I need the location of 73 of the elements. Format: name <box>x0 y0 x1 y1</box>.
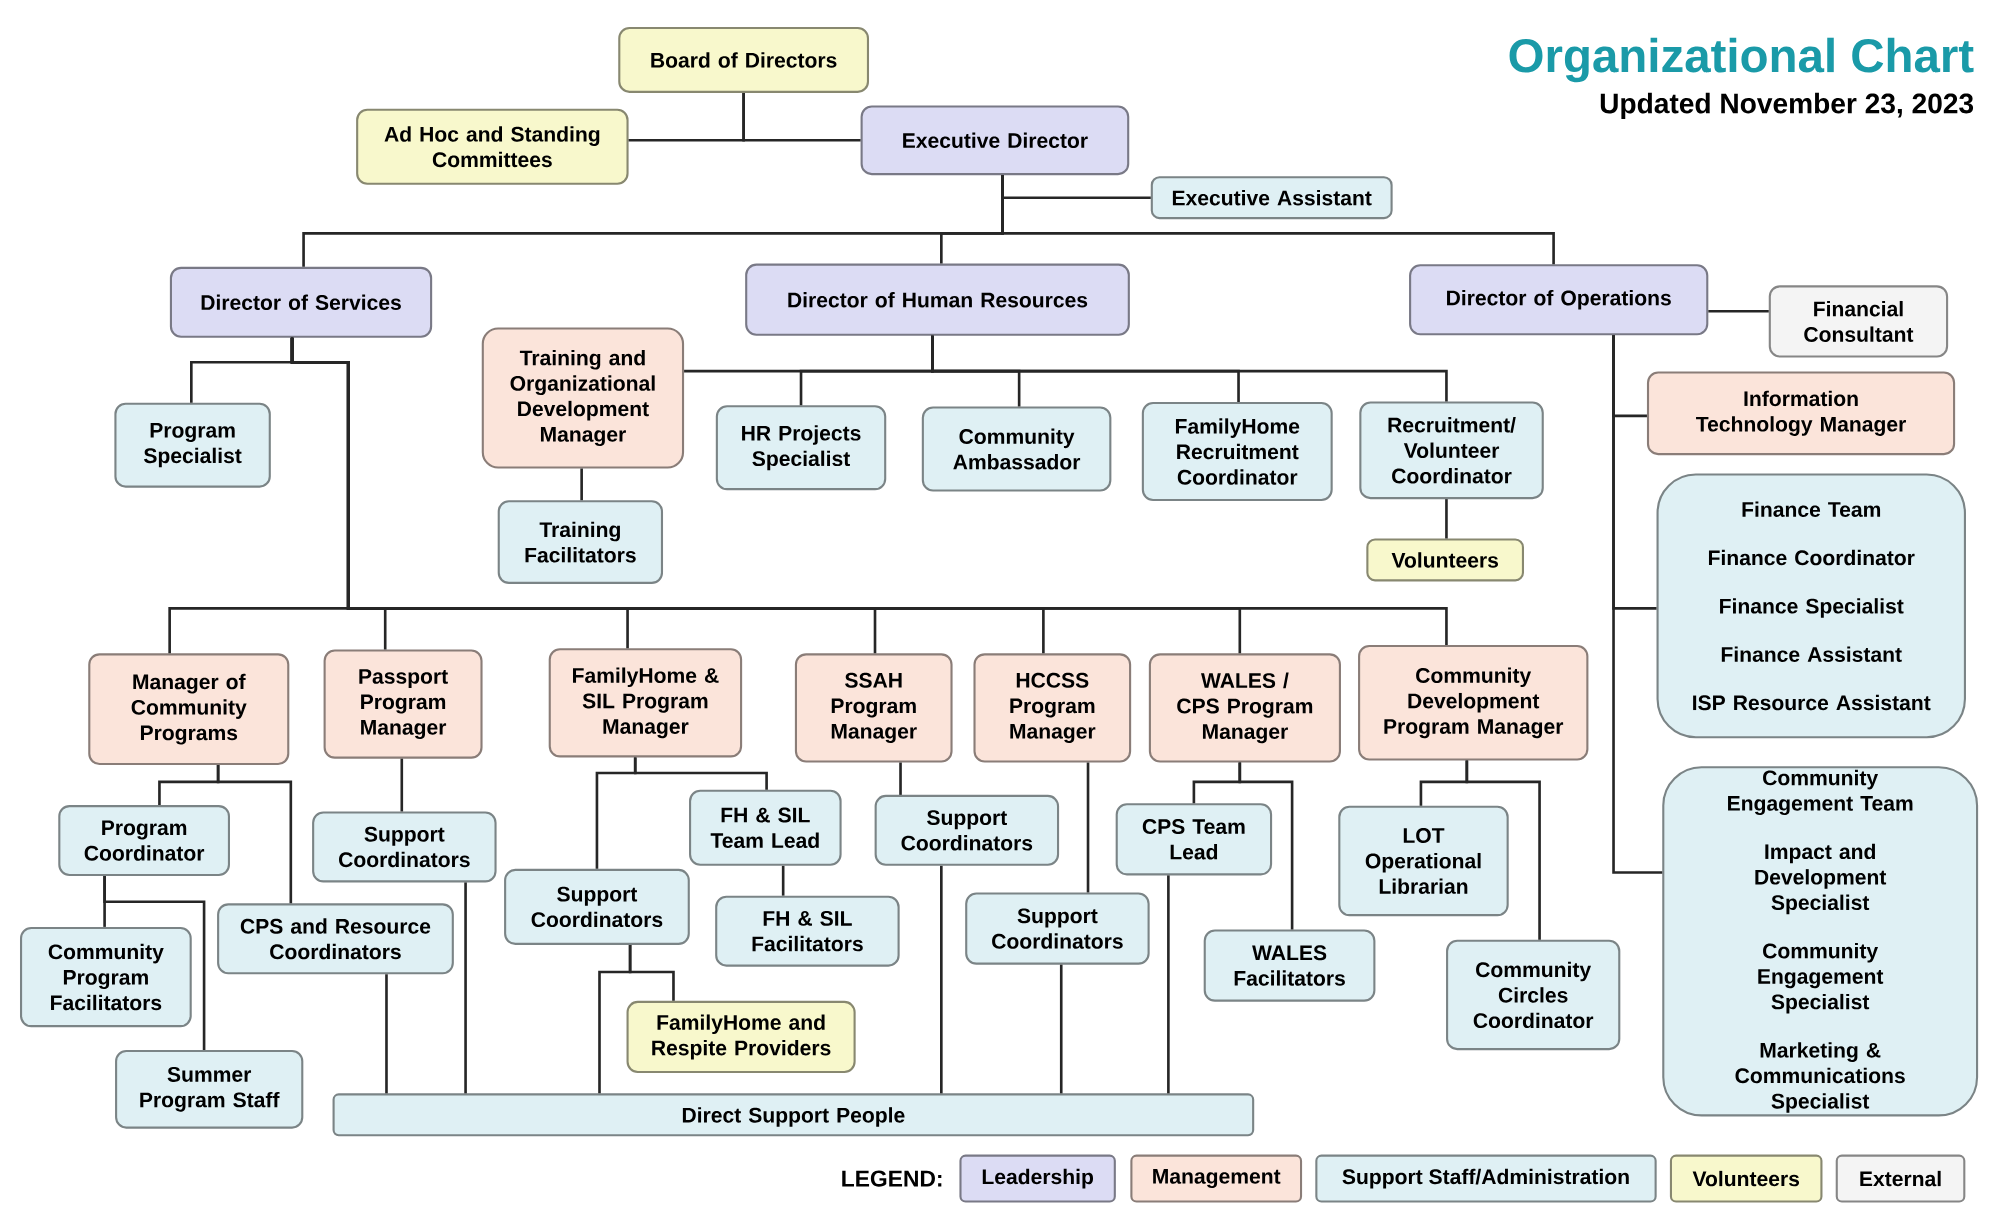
role-box: SSAH Program Manager <box>794 653 953 763</box>
connector-line <box>899 762 902 795</box>
role-box: Financial Consultant <box>1768 285 1949 358</box>
role-box: Manager of Community Programs <box>88 653 290 765</box>
legend-item: Support Staff/Administration <box>1315 1154 1657 1203</box>
team-panel: Community Engagement Team Impact and Development Specialist Community Engagement Specialist Marketing & Communications Specialist <box>1662 766 1979 1117</box>
group-bar: Direct Support People <box>332 1093 1255 1137</box>
role-box: Support Coordinators <box>504 868 690 945</box>
role-box: Support Coordinators <box>312 811 497 883</box>
connector-line <box>1001 175 1555 265</box>
role-box: Summer Program Staff <box>115 1049 304 1129</box>
connector-line <box>216 764 293 904</box>
connector-line <box>781 865 785 896</box>
role-box: Recruitment/ Volunteer Coordinator <box>1359 401 1544 499</box>
connector-line <box>931 335 1448 402</box>
role-box: FamilyHome & SIL Program Manager <box>548 648 743 758</box>
role-box: Program Specialist <box>114 402 271 488</box>
connector-line <box>940 865 943 1094</box>
legend-item: External <box>1835 1154 1966 1203</box>
subtitle: Updated November 23, 2023 <box>1600 92 1974 119</box>
connector-line <box>580 468 583 501</box>
connector-line <box>1612 335 1663 874</box>
role-box: FH & SIL Team Lead <box>689 789 842 866</box>
role-box: Support Coordinators <box>965 892 1150 965</box>
connector-line <box>1708 309 1769 313</box>
role-box: Program Coordinator <box>58 804 230 876</box>
role-box: Executive Assistant <box>1150 176 1393 219</box>
role-box: Director of Human Resources <box>745 263 1130 336</box>
connector-line <box>1445 499 1448 539</box>
connector-line <box>1238 762 1294 930</box>
role-box: FH & SIL Facilitators <box>715 895 900 967</box>
role-box: Community Ambassador <box>921 406 1112 492</box>
connector-line <box>400 758 404 812</box>
legend-item: Volunteers <box>1669 1154 1823 1203</box>
role-box: Director of Services <box>169 266 433 338</box>
legend-item: Management <box>1130 1154 1303 1203</box>
title: Organizational Chart <box>1509 37 1974 83</box>
role-box: LOT Operational Librarian <box>1338 805 1509 917</box>
role-box: HR Projects Specialist <box>715 405 887 491</box>
role-box: Training and Organizational Development Manager <box>481 327 685 469</box>
role-box: Support Coordinators <box>874 794 1060 866</box>
role-box: WALES / CPS Program Manager <box>1148 653 1341 763</box>
role-box: Volunteers <box>1366 538 1524 582</box>
role-box: Executive Director <box>860 105 1130 175</box>
role-box: Information Technology Manager <box>1646 371 1956 455</box>
role-box: FamilyHome Recruitment Coordinator <box>1141 401 1333 501</box>
legend-item: Leadership <box>959 1154 1116 1203</box>
connector-line <box>1465 760 1541 940</box>
role-box: Community Program Facilitators <box>20 926 192 1028</box>
role-box: WALES Facilitators <box>1203 929 1376 1002</box>
connector-line <box>385 974 388 1094</box>
connector-line <box>1167 875 1170 1094</box>
connector-line <box>464 882 467 1094</box>
legend-heading: LEGEND: <box>842 1170 942 1187</box>
connector-line <box>1059 964 1063 1094</box>
connector-line <box>595 757 637 869</box>
connector-line <box>598 944 632 1094</box>
role-box: HCCSS Program Manager <box>973 653 1132 763</box>
connector-line <box>103 875 206 1050</box>
connector-line <box>290 337 1448 645</box>
team-panel: Finance Team Finance Coordinator Finance Specialist Finance Assistant ISP Resource Assistant <box>1656 473 1966 739</box>
role-box: Training Facilitators <box>497 500 664 584</box>
role-box: FamilyHome and Respite Providers <box>626 1000 856 1073</box>
role-box: Director of Operations <box>1409 264 1709 336</box>
role-box: CPS Team Lead <box>1115 803 1273 876</box>
role-box: Ad Hoc and Standing Committees <box>356 108 629 185</box>
role-box: CPS and Resource Coordinators <box>217 903 454 975</box>
connector-line <box>742 92 861 142</box>
role-box: Passport Program Manager <box>323 649 483 759</box>
role-box: Community Development Program Manager <box>1358 644 1589 761</box>
role-box: Board of Directors <box>618 26 870 93</box>
role-box: Community Circles Coordinator <box>1446 939 1621 1050</box>
connector-line <box>1086 762 1090 893</box>
